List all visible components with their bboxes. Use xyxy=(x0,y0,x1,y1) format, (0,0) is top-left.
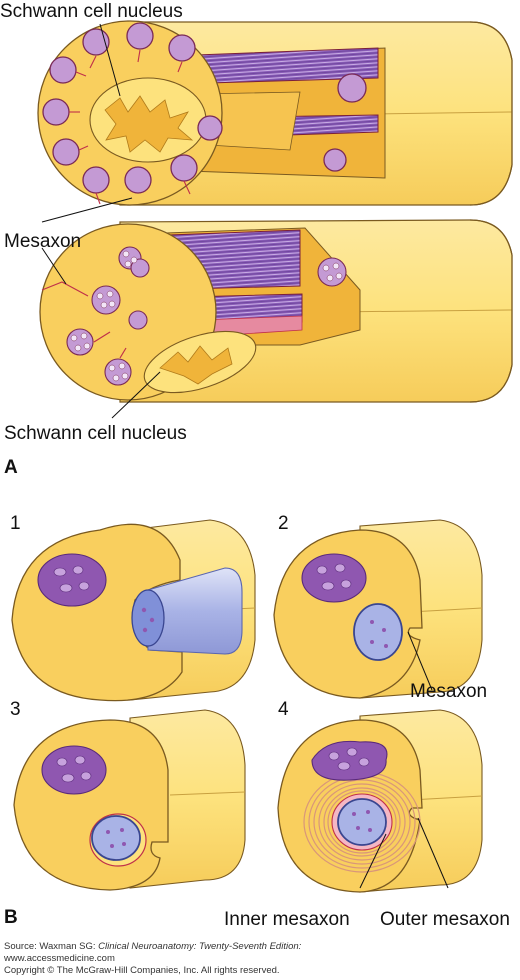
panel-b-step-3 xyxy=(13,709,246,891)
step-number-4: 4 xyxy=(278,699,289,720)
panel-label-b: B xyxy=(4,907,18,928)
website-line: www.accessmedicine.com xyxy=(4,953,115,964)
mesaxon-label-a: Mesaxon xyxy=(4,231,82,252)
step-number-2: 2 xyxy=(278,513,289,534)
panel-b-step-1 xyxy=(11,519,256,702)
schwann-cell-nucleus-label-top: Schwann cell nucleus xyxy=(0,1,183,22)
panel-label-a: A xyxy=(4,457,18,478)
panel-a-upper-bundle xyxy=(37,20,513,206)
step-number-3: 3 xyxy=(10,699,21,720)
step-number-1: 1 xyxy=(10,513,21,534)
source-prefix: Source: Waxman SG: xyxy=(4,941,99,952)
mesaxon-label-b: Mesaxon xyxy=(410,681,488,702)
schwann-cell-diagram xyxy=(11,20,513,893)
source-title: Clinical Neuroanatomy: Twenty-Seventh Ed… xyxy=(98,941,302,952)
panel-b-step-4 xyxy=(277,709,483,893)
copyright-line: Copyright © The McGraw-Hill Companies, I… xyxy=(4,965,280,976)
schwann-cell-nucleus-label-bottom: Schwann cell nucleus xyxy=(4,423,187,444)
inner-mesaxon-label: Inner mesaxon xyxy=(224,909,350,930)
panel-a-lower-bundle xyxy=(39,219,513,403)
panel-b-step-2 xyxy=(273,519,483,699)
source-footer: Source: Waxman SG: Clinical Neuroanatomy… xyxy=(4,941,516,977)
outer-mesaxon-label: Outer mesaxon xyxy=(380,909,510,930)
source-line: Source: Waxman SG: Clinical Neuroanatomy… xyxy=(4,941,516,953)
leader-lines xyxy=(41,23,449,889)
